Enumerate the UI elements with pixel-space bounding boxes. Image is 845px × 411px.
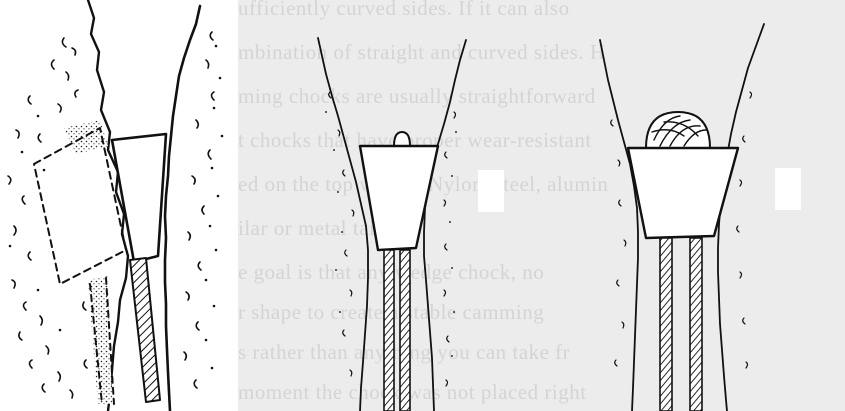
crack-wall-right [718, 24, 764, 411]
chock-cable [660, 238, 672, 411]
rope-knot [646, 112, 710, 148]
chock-cable [130, 258, 160, 402]
figure-wire-chock [318, 38, 466, 411]
chock-body [112, 134, 166, 262]
chock-cable [384, 250, 394, 411]
crack-wall-left [600, 40, 638, 411]
crack-wall-right [165, 6, 200, 411]
rock-texture [184, 32, 214, 388]
figure-rope-chock [600, 24, 764, 411]
cable-loop [394, 132, 410, 146]
chock-body [628, 148, 738, 238]
chock-body [360, 146, 438, 250]
crack-wall-right [424, 40, 466, 411]
rock-texture [8, 38, 101, 398]
chock-cable [690, 238, 702, 411]
figure-offset-chock [8, 0, 223, 411]
crack-wall-left [318, 38, 368, 411]
chock-cable [400, 250, 410, 411]
